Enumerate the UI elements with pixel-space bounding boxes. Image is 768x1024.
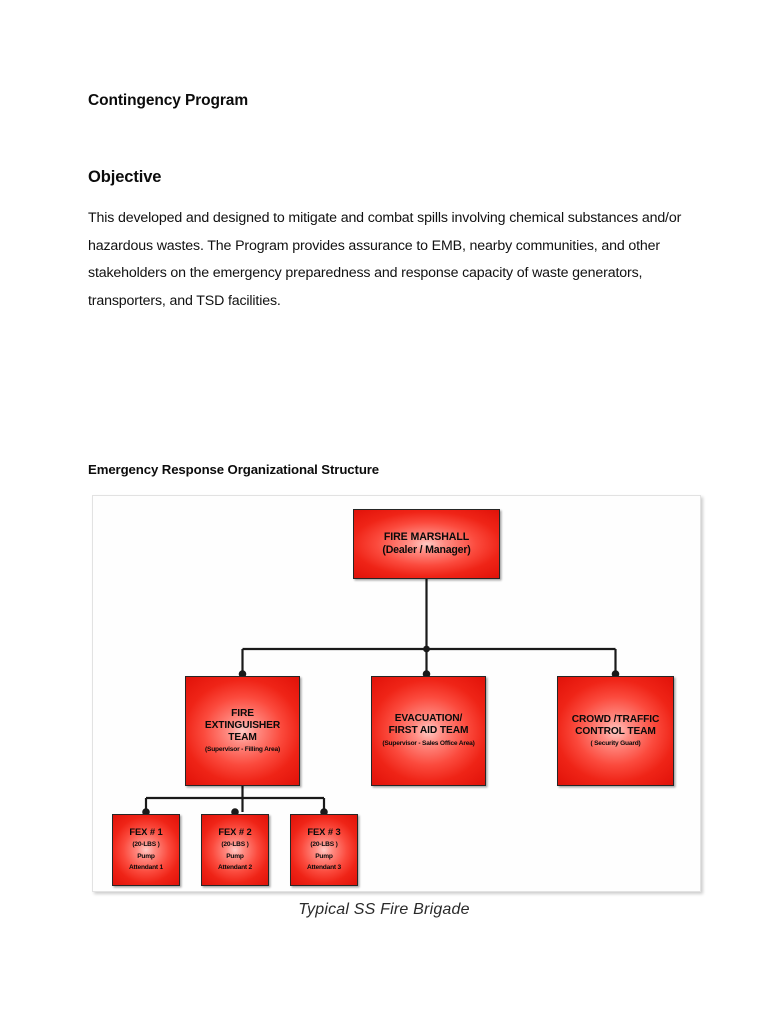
org-node-evacuation-first-aid-team[interactable]: EVACUATION/FIRST AID TEAM (Supervisor - … xyxy=(371,676,486,786)
org-node-role-line1: Pump xyxy=(315,852,333,860)
org-node-capacity: (20-LBS ) xyxy=(310,840,338,848)
figure-caption: Typical SS Fire Brigade xyxy=(298,901,470,918)
org-node-subtitle: (Dealer / Manager) xyxy=(382,544,471,557)
org-node-fex-2[interactable]: FEX # 2 (20-LBS ) Pump Attendant 2 xyxy=(201,814,269,886)
org-node-fire-marshall[interactable]: FIRE MARSHALL (Dealer / Manager) xyxy=(353,509,500,579)
org-node-role-line2: Attendant 1 xyxy=(128,864,164,872)
org-node-title: EVACUATION/FIRST AID TEAM xyxy=(388,713,469,737)
org-node-capacity: (20-LBS ) xyxy=(132,840,160,848)
org-node-subtitle: (Supervisor - Sales Office Area) xyxy=(382,739,475,747)
objective-paragraph: This developed and designed to mitigate … xyxy=(88,210,682,309)
org-node-role-line1: Pump xyxy=(137,852,155,860)
org-node-subtitle: ( Security Guard) xyxy=(590,740,641,748)
org-node-capacity: (20-LBS ) xyxy=(221,840,249,848)
org-node-subtitle: (Supervisor - Filling Area) xyxy=(205,746,280,754)
page-title: Contingency Program xyxy=(88,92,249,109)
org-node-fex-3[interactable]: FEX # 3 (20-LBS ) Pump Attendant 3 xyxy=(290,814,358,886)
org-node-role-line2: Attendant 2 xyxy=(217,864,253,872)
org-node-title: FEX # 2 xyxy=(218,825,252,837)
org-node-title: FIRE MARSHALL xyxy=(383,531,470,544)
org-node-role-line2: Attendant 3 xyxy=(306,864,342,872)
org-node-fex-1[interactable]: FEX # 1 (20-LBS ) Pump Attendant 1 xyxy=(112,814,180,886)
org-node-role-line1: Pump xyxy=(226,852,244,860)
org-node-title: FEX # 1 xyxy=(129,825,163,837)
section-heading-objective: Objective xyxy=(88,168,162,186)
figure-heading: Emergency Response Organizational Struct… xyxy=(88,462,380,477)
org-node-title: FEX # 3 xyxy=(307,825,341,837)
